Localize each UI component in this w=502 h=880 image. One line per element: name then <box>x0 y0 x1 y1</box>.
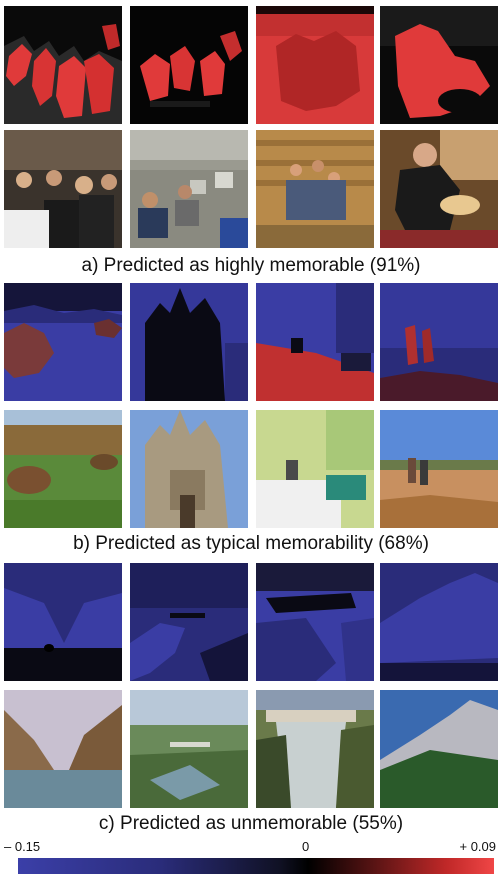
photo-c4-mountain <box>380 690 498 808</box>
photo-a3-bleachers <box>256 130 374 248</box>
memorability-map-c4 <box>380 563 498 681</box>
photo-a1-banquet <box>4 130 122 248</box>
photo-c3-dam <box>256 690 374 808</box>
memorability-map-b1 <box>4 283 122 401</box>
scale-mid-label: 0 <box>302 839 310 854</box>
caption-row-a: a) Predicted as highly memorable (91%) <box>81 255 421 276</box>
memorability-map-c1 <box>4 563 122 681</box>
memorability-map-a4 <box>380 6 498 124</box>
photo-a2-computer-lab <box>130 130 248 248</box>
scale-min-label: – 0.15 <box>4 839 41 854</box>
memorability-map-b4 <box>380 283 498 401</box>
memorability-map-b3 <box>256 283 374 401</box>
memorability-color-scale <box>18 858 494 874</box>
photo-b1-cows <box>4 410 122 528</box>
photo-c2-railway-bridge <box>130 690 248 808</box>
memorability-map-b2 <box>130 283 248 401</box>
memorability-map-a1 <box>4 6 122 124</box>
memorability-map-c2 <box>130 563 248 681</box>
memorability-map-a2 <box>130 6 248 124</box>
photo-b3-bedroom <box>256 410 374 528</box>
photo-a4-food-server <box>380 130 498 248</box>
caption-row-b: b) Predicted as typical memorability (68… <box>73 533 429 554</box>
photo-c1-river-gorge <box>4 690 122 808</box>
caption-row-c: c) Predicted as unmemorable (55%) <box>98 813 404 834</box>
memorability-map-c3 <box>256 563 374 681</box>
memorability-map-a3 <box>256 6 374 124</box>
scale-max-label: + 0.09 <box>459 839 496 854</box>
photo-b4-desert-hikers <box>380 410 498 528</box>
photo-b2-cathedral <box>130 410 248 528</box>
